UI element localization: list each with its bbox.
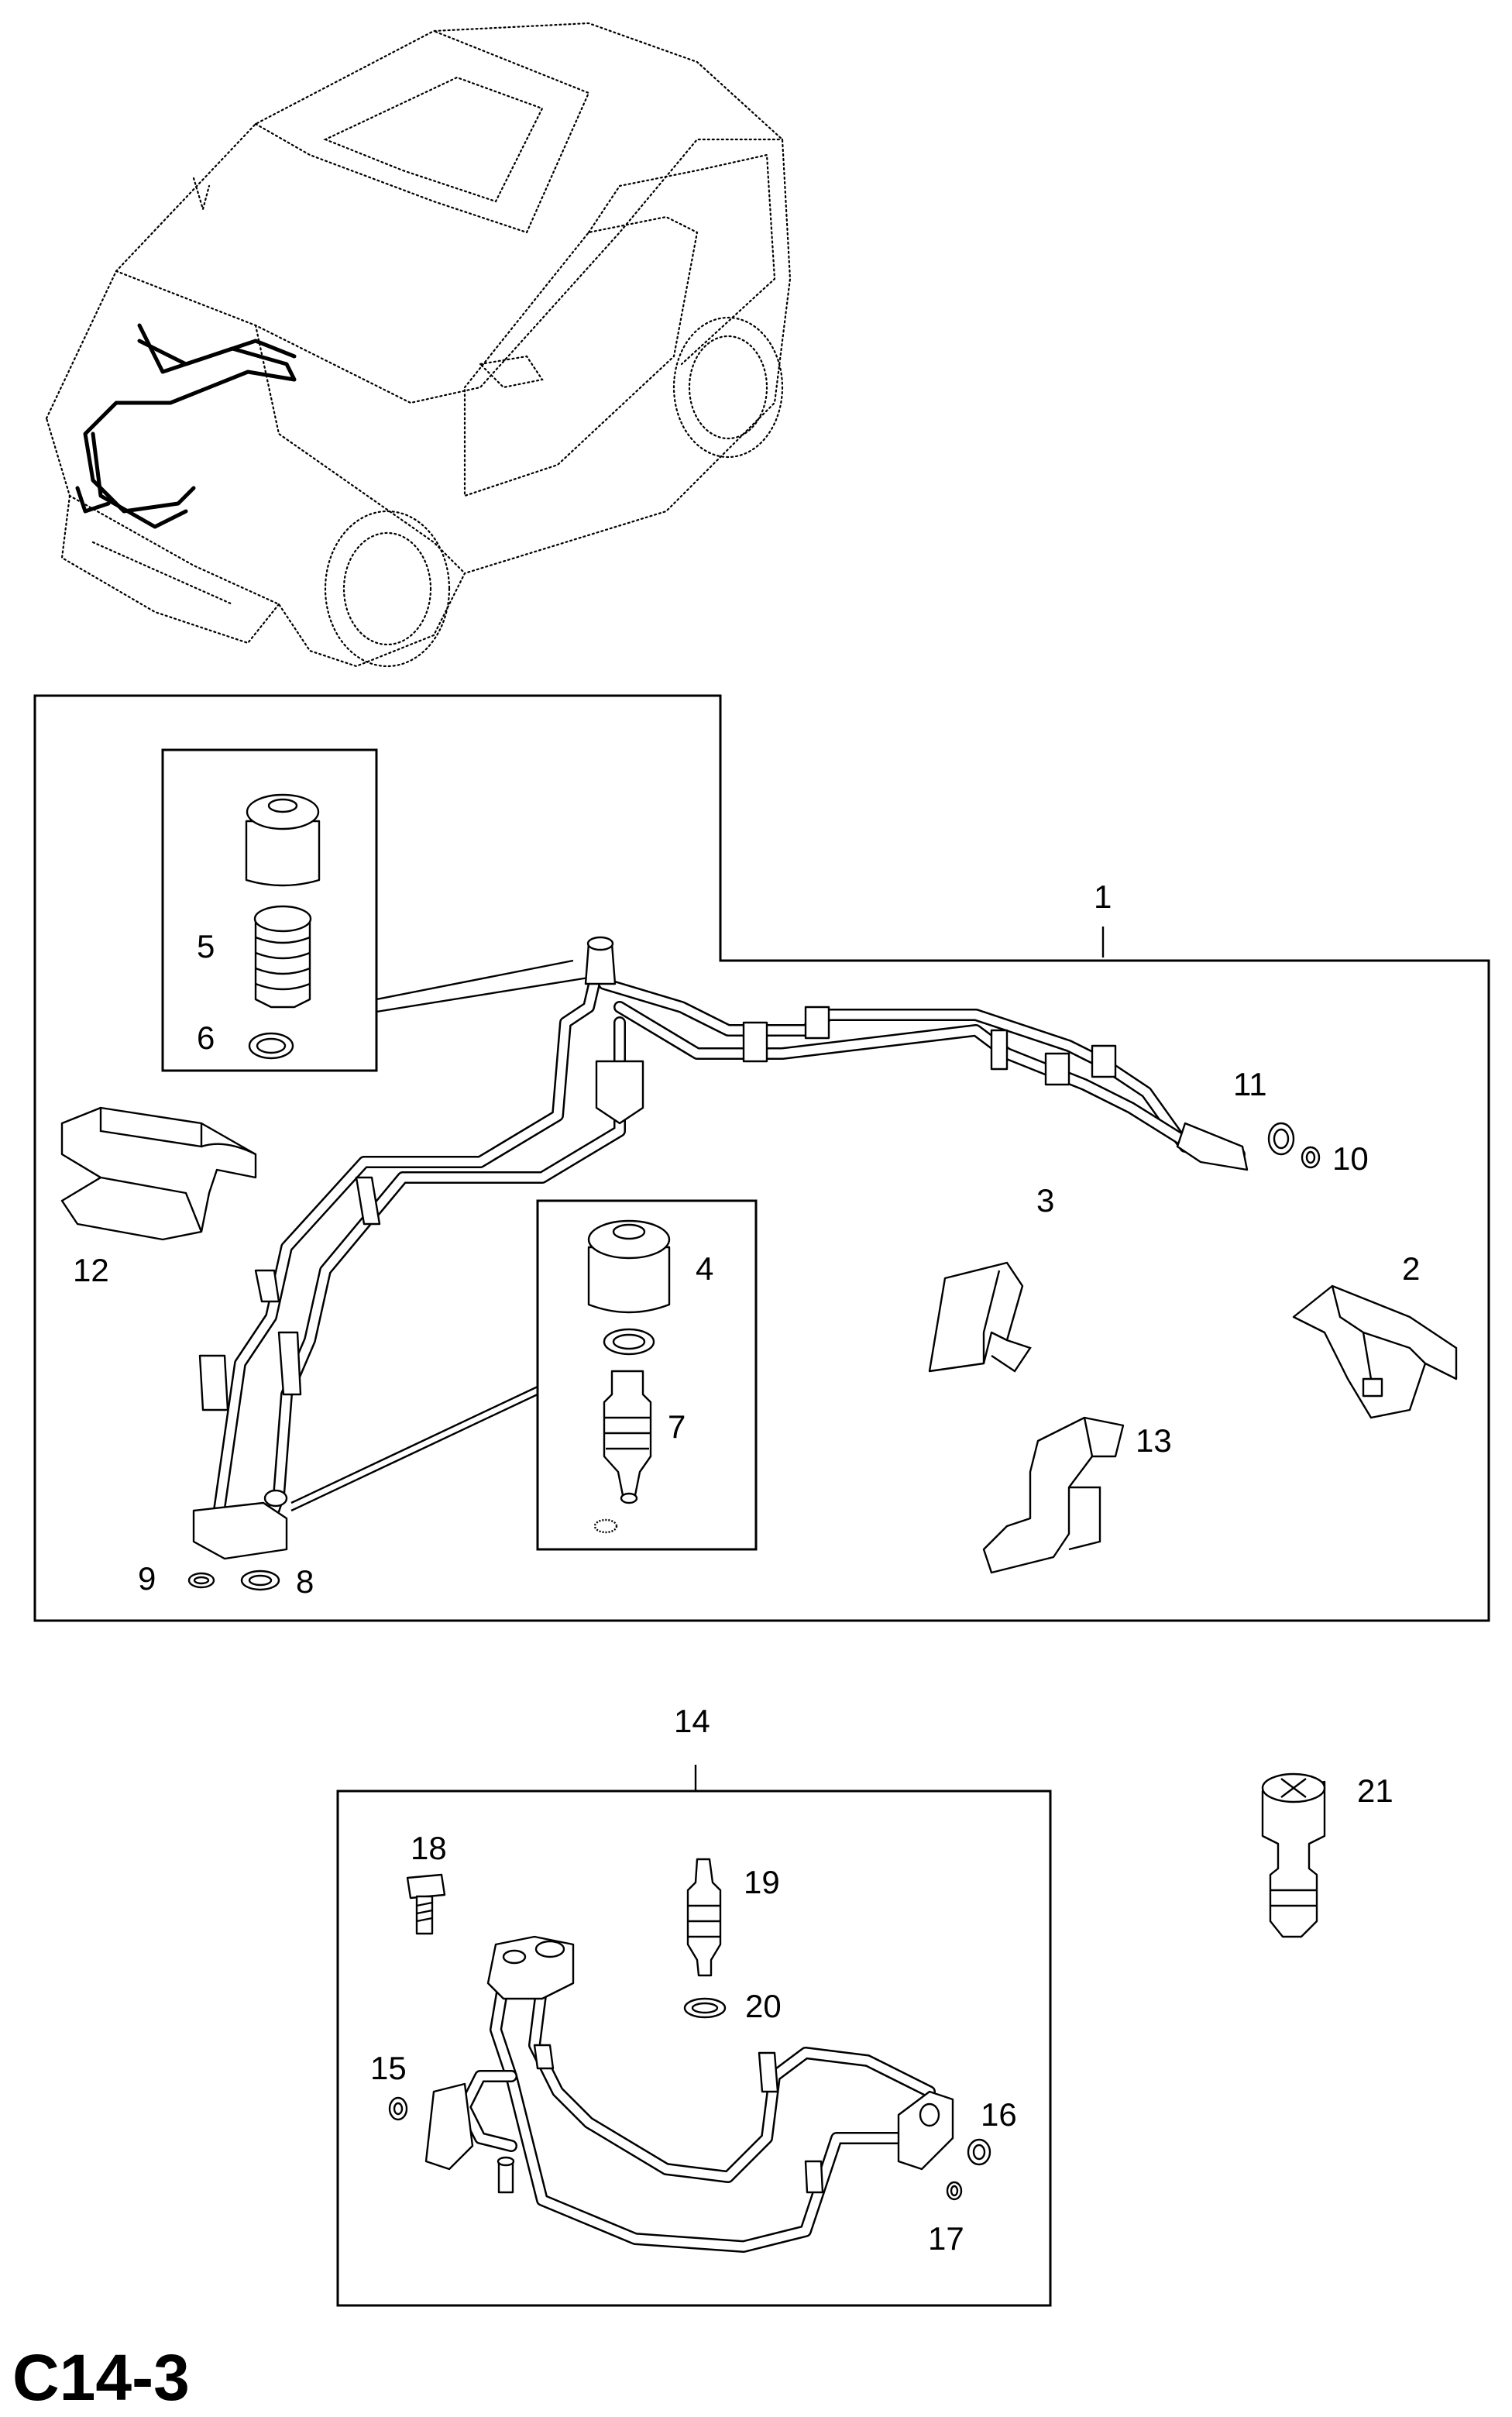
vehicle-illustration <box>45 22 792 668</box>
callout-11: 11 <box>1233 1066 1267 1102</box>
callout-3: 3 <box>1036 1182 1054 1219</box>
refrigerant-line-assembly-icon <box>192 936 1249 1560</box>
callout-20: 20 <box>745 1988 782 2024</box>
seal-15-icon <box>388 2096 408 2121</box>
inset-frame-valve-lower <box>536 1199 758 1551</box>
assembly-frame-lower <box>336 1790 1052 2307</box>
hose-assembly-14-icon <box>424 1935 954 2253</box>
pressure-switch-21-icon <box>1261 1772 1326 1938</box>
callouts: 1 2 3 4 5 6 7 8 9 10 11 12 13 14 15 16 1… <box>73 878 1420 2257</box>
callout-12: 12 <box>73 1252 109 1288</box>
callout-2: 2 <box>1402 1250 1420 1287</box>
callout-21: 21 <box>1357 1772 1393 1809</box>
callout-19: 19 <box>744 1864 780 1900</box>
valve-19-icon <box>686 1858 722 1977</box>
inset-frame-valve-upper <box>161 748 378 1072</box>
filter-screen-icon <box>593 1518 618 1534</box>
callout-18: 18 <box>411 1830 447 1866</box>
bracket-13-icon <box>982 1416 1125 1574</box>
seal-16-icon <box>967 2138 991 2166</box>
valve-cap-icon <box>245 793 321 887</box>
callout-16: 16 <box>981 2096 1017 2133</box>
bracket-12-icon <box>60 1106 257 1241</box>
callout-14: 14 <box>674 1703 710 1739</box>
clip-3-icon <box>928 1261 1032 1373</box>
diagram-code: C14-3 <box>12 2341 190 2414</box>
callout-17: 17 <box>928 2220 964 2257</box>
seal-ring-icon-lower <box>603 1328 655 1356</box>
callout-1: 1 <box>1094 878 1112 915</box>
valve-core-icon <box>603 1370 652 1504</box>
callout-6: 6 <box>197 1019 215 1056</box>
o-ring-8-icon <box>240 1570 280 1591</box>
seal-17-icon <box>946 2181 963 2201</box>
seal-20-icon <box>683 1997 727 2019</box>
callout-4: 4 <box>696 1250 713 1287</box>
callout-8: 8 <box>296 1563 314 1600</box>
valve-cap-icon-lower <box>587 1219 671 1314</box>
o-ring-10-icon <box>1301 1146 1321 1169</box>
callout-9: 9 <box>138 1560 156 1597</box>
callout-13: 13 <box>1136 1422 1172 1459</box>
callout-15: 15 <box>370 2050 407 2086</box>
o-ring-11-icon <box>1267 1122 1295 1156</box>
charge-valve-icon <box>253 905 312 1009</box>
callout-10: 10 <box>1332 1140 1369 1177</box>
assembly-frame-main <box>33 694 1490 1622</box>
bracket-2-icon <box>1292 1284 1458 1419</box>
callout-5: 5 <box>197 928 215 964</box>
callout-7: 7 <box>668 1408 686 1445</box>
o-ring-9-icon <box>187 1572 215 1589</box>
bolt-18-icon <box>406 1873 446 1935</box>
seal-ring-icon <box>248 1032 294 1060</box>
